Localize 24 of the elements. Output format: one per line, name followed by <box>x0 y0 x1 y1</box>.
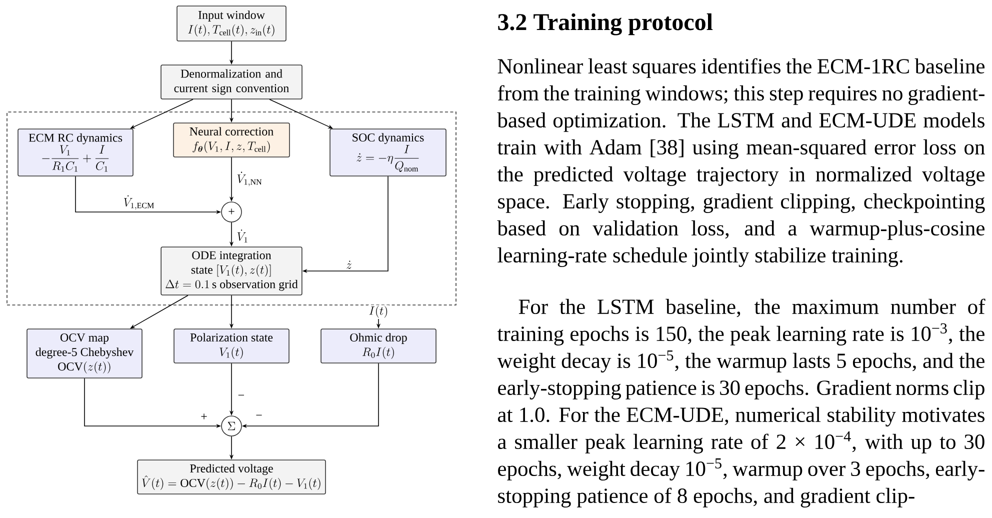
process-box: Neural correction $f_{\boldsymbol{\theta}}(V_1, I, z, T_{\mathrm{cell}})$ <box>173 122 290 158</box>
paragraph: For the LSTM baseline, the maximum number of training epochs is 150, the peak learning rate is 10$^{−3}$, the weight decay is 10$^{−5}$, the warmup lasts 5 epochs, and the early-stopping patience is 30 epochs. Gradient norms clip at 1.0. For the ECM-UDE, numerical stability motivates a smaller peak learning rate of 2 × 10$^{−4}$, with up to 30 epochs, weight decay 10$^{−5}$, warmup over 3 epochs, early-stopping patience of 8 epochs, and gradient clip- <box>497 298 986 508</box>
process-box: Predicted voltage $\hat{V}(t) = \mathrm{OCV}(z(t)) - R_0 I(t) - V_1(t)$ <box>137 460 326 494</box>
edge-label: $\dot{V}_{1,\mathrm{NN}}$ <box>236 171 263 187</box>
process-box: Denormalization and current sign convention <box>160 64 302 100</box>
edge-label: $\dot{V}_1$ <box>236 229 249 243</box>
dashed-frame <box>6 112 456 306</box>
process-box: Polarization state $V_1(t)$ <box>174 328 290 364</box>
edge-label: $\dot{V}_{1,\mathrm{ECM}}$ <box>122 194 156 210</box>
edge-label: − <box>255 414 263 420</box>
paragraph: Nonlinear least squares identifies the ECM-1RC baseline from the training windows; this step requires no gradient-based optimization. The LSTM and ECM-UDE models train with Adam [38] using mean-squared error loss on the predicted voltage trajectory in normalized voltage space. Early stopping, gradient clipping, checkpointing based on validation loss, and a warmup-plus-cosine learning-rate schedule jointly stabilize training. <box>497 58 985 267</box>
process-box: Input window $I(t), T_{\mathrm{cell}}(t), z_{\mathrm{in}}(t)$ <box>176 6 286 42</box>
edge-label: − <box>237 394 246 400</box>
section-heading: 3.2 Training protocol <box>498 13 713 36</box>
process-box: ODE integration $\text{state } [V_1(t), z(t)]$ $\Delta t = 0.1\,\mathrm{s}\ \text{observation grid}$ <box>160 246 302 296</box>
process-box: SOC dynamics $\dot{z} = -\eta \frac{I}{Q_{\mathrm{nom}}}$ <box>330 128 446 176</box>
process-box: OCV map degree-5 Chebyshev $\mathrm{OCV}(z(t))$ <box>26 328 142 378</box>
summing-junction: + <box>221 202 242 222</box>
edge-label: $I(t)$ <box>368 305 389 318</box>
summing-junction: $\Sigma$ <box>221 416 242 436</box>
edge-label: $\dot{z}$ <box>345 260 353 270</box>
process-box: ECM RC dynamics $-\frac{V_1}{R_1 C_1} + \frac{I}{C_1}$ <box>18 128 134 176</box>
edge-label: + <box>200 413 208 421</box>
process-box: Ohmic drop $R_0 I(t)$ <box>320 328 436 364</box>
